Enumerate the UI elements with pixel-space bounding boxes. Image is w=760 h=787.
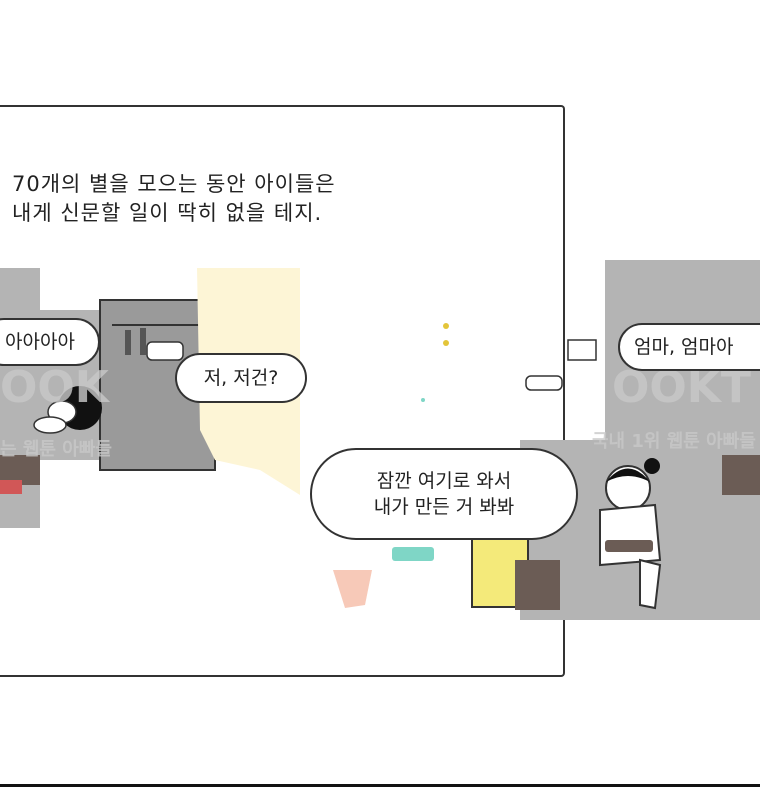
left-child-character — [0, 386, 102, 494]
bubble-text: 아아아아 — [5, 331, 75, 353]
bubble-text-line-2: 내가 만든 거 봐봐 — [373, 496, 515, 518]
bubble-text: 저, 저건? — [203, 367, 279, 389]
bottom-divider — [0, 784, 760, 787]
speech-bubble-right-call: 엄마, 엄마아 — [618, 323, 760, 371]
sparkle — [443, 323, 449, 329]
doodle-card — [146, 341, 184, 361]
doodle-card — [525, 375, 563, 391]
sparkle — [421, 398, 425, 402]
watermark-left-text: 는 웹툰 아빠들 — [0, 439, 112, 460]
pink-cup — [333, 570, 372, 608]
watermark-left-logo: OOK — [0, 362, 109, 413]
doodle-card — [567, 339, 597, 361]
right-child-character — [599, 455, 760, 610]
bubble-text: 엄마, 엄마아 — [634, 336, 734, 358]
speech-bubble-center: 잠깐 여기로 와서 내가 만든 거 봐봐 — [310, 448, 578, 540]
teal-block — [392, 547, 434, 561]
speech-bubble-left-shout: 아아아아 — [0, 318, 100, 366]
caption-line-1: 70개의 별을 모으는 동안 아이들은 — [12, 172, 336, 196]
caption-line-2: 내게 신문할 일이 딱히 없을 테지. — [12, 201, 323, 225]
bubble-text-line-1: 잠깐 여기로 와서 — [376, 470, 512, 492]
speech-bubble-left-question: 저, 저건? — [175, 353, 307, 403]
brown-block — [515, 560, 560, 610]
sparkle — [443, 340, 449, 346]
watermark-right-text: 국내 1위 웹툰 아빠들 — [592, 431, 756, 452]
narration-caption: 70개의 별을 모으는 동안 아이들은 내게 신문할 일이 딱히 없을 테지. — [12, 170, 336, 228]
